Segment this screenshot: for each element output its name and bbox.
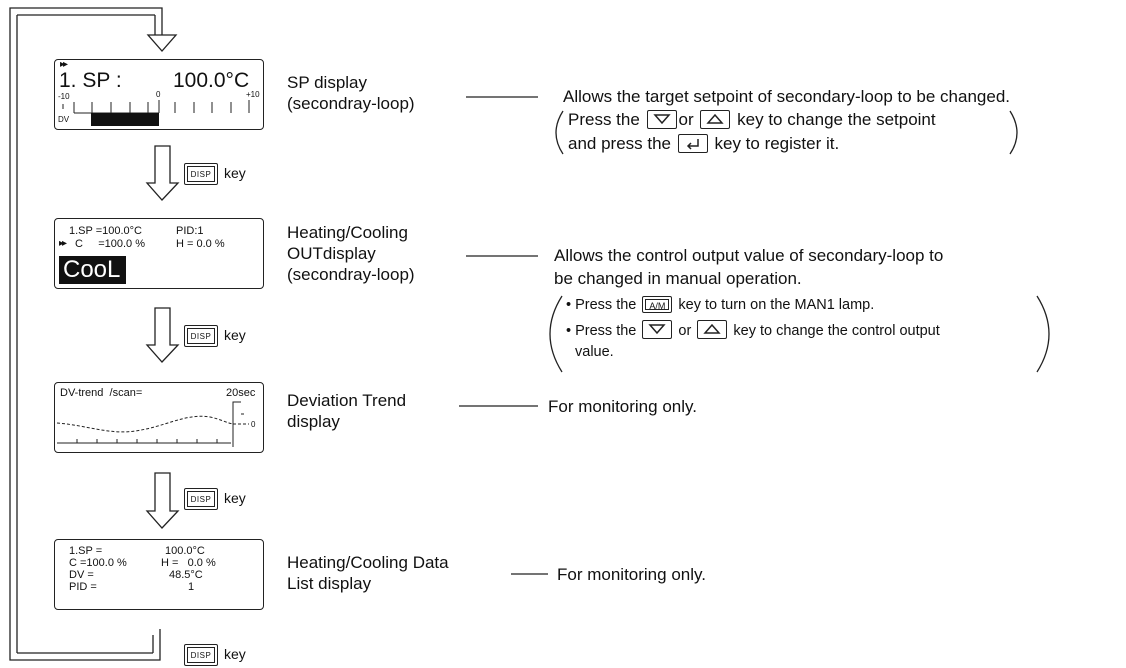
datalist-label: Heating/Cooling Data List display xyxy=(287,552,449,594)
note-text: key to register it. xyxy=(714,134,840,153)
sp-display-screen: ▸▸ 1. SP : 100.0°C -10 0 +10 DV xyxy=(54,59,264,130)
key-word: key xyxy=(224,646,246,662)
note-text: key to change the control output xyxy=(733,323,940,339)
dl-label-2: C =100.0 % xyxy=(69,557,127,569)
note-text: Press the xyxy=(568,110,640,129)
arrow-down-icon xyxy=(145,145,180,201)
datalist-description: For monitoring only. xyxy=(557,565,706,584)
trend-title: DV-trend /scan= xyxy=(60,387,143,399)
disp-key-label: DISP xyxy=(187,491,215,507)
disp-key-button: DISP xyxy=(184,163,218,185)
down-key-icon xyxy=(642,320,673,339)
down-key-icon xyxy=(646,110,677,129)
disp-key-button: DISP xyxy=(184,644,218,666)
dl-value-3: 48.5°C xyxy=(169,569,203,581)
sp-display-label: SP display (secondray-loop) xyxy=(287,72,415,114)
hc-marker: ▸▸ xyxy=(59,238,67,249)
heatcool-label: Heating/Cooling OUTdisplay (secondray-lo… xyxy=(287,222,415,285)
hc-bullet-2: • Press the or key to change the control… xyxy=(566,320,940,340)
label-line: List display xyxy=(287,574,372,593)
disp-key-label: DISP xyxy=(187,166,215,182)
note-text: • Press the xyxy=(566,297,637,313)
trend-label: Deviation Trend display xyxy=(287,390,406,432)
note-text: key to change the setpoint xyxy=(737,110,936,129)
scale-max: +10 xyxy=(246,90,260,99)
label-line: (secondray-loop) xyxy=(287,94,415,113)
hc-description-2: be changed in manual operation. xyxy=(554,269,802,288)
sp-note-line2: and press the key to register it. xyxy=(568,133,839,154)
hc-description-1: Allows the control output value of secon… xyxy=(554,246,944,265)
trend-description: For monitoring only. xyxy=(548,397,697,416)
disp-key-label: DISP xyxy=(187,328,215,344)
note-text: or xyxy=(678,323,692,339)
sp-scale-graphic xyxy=(62,100,250,126)
hc-mode-text: CooL xyxy=(59,256,127,284)
dv-trend-screen: DV-trend /scan= 20sec 0 xyxy=(54,382,264,453)
hc-sp-line: 1.SP =100.0°C xyxy=(69,225,142,237)
label-line: Heating/Cooling xyxy=(287,223,408,242)
note-text: or xyxy=(678,110,694,129)
label-line: OUTdisplay xyxy=(287,244,376,263)
dv-bar xyxy=(91,113,159,126)
label-line: SP display xyxy=(287,73,368,92)
dv-label: DV xyxy=(58,115,70,124)
data-list-screen: 1.SP = 100.0°C C =100.0 % H = 0.0 % DV =… xyxy=(54,539,264,610)
arrow-down-icon xyxy=(146,34,178,52)
key-word: key xyxy=(224,165,246,181)
hc-h-line: H = 0.0 % xyxy=(176,238,225,250)
hc-c-line: C =100.0 % xyxy=(75,238,146,250)
trend-scan: 20sec xyxy=(226,387,256,399)
trend-zero: 0 xyxy=(251,420,256,429)
heatcool-out-screen: 1.SP =100.0°C PID:1 ▸▸ C =100.0 % H = 0.… xyxy=(54,218,264,289)
trend-graphic xyxy=(56,401,249,447)
arrow-down-icon xyxy=(145,307,180,363)
label-line: display xyxy=(287,412,340,431)
note-text: key to turn on the MAN1 lamp. xyxy=(678,297,875,313)
enter-key-icon xyxy=(677,134,708,153)
sp-value: 100.0°C xyxy=(173,69,250,92)
paren-right xyxy=(1036,295,1050,373)
disp-key-button: DISP xyxy=(184,325,218,347)
note-text: and press the xyxy=(568,134,672,153)
paren-right xyxy=(1009,110,1018,155)
am-key-icon: A/M xyxy=(642,296,673,313)
sp-line-label: 1. SP : xyxy=(59,69,122,92)
dl-label-4: PID = xyxy=(69,581,97,593)
label-line: Heating/Cooling Data xyxy=(287,553,449,572)
am-key-label: A/M xyxy=(645,299,670,311)
paren-left xyxy=(555,110,564,155)
dl-label-1: 1.SP = xyxy=(69,545,103,557)
hc-bullet-1: • Press the A/M key to turn on the MAN1 … xyxy=(566,296,874,314)
label-line: (secondray-loop) xyxy=(287,265,415,284)
up-key-icon xyxy=(700,110,731,129)
return-loop-line xyxy=(9,7,163,661)
key-word: key xyxy=(224,327,246,343)
sp-note-line1: Press the or key to change the setpoint xyxy=(568,109,936,130)
up-key-icon xyxy=(697,320,728,339)
key-word: key xyxy=(224,490,246,506)
dl-label-3: DV = xyxy=(69,569,94,581)
label-line: Deviation Trend xyxy=(287,391,407,410)
arrow-down-icon xyxy=(145,472,180,529)
disp-key-label: DISP xyxy=(187,647,215,663)
dl-value-4: 1 xyxy=(188,581,195,593)
scale-min: -10 xyxy=(58,92,70,101)
hc-pid: PID:1 xyxy=(176,225,204,237)
disp-key-button: DISP xyxy=(184,488,218,510)
hc-bullet-3: value. xyxy=(575,344,614,360)
sp-description: Allows the target setpoint of secondary-… xyxy=(563,87,1011,106)
note-text: • Press the xyxy=(566,323,637,339)
scale-zero: 0 xyxy=(156,90,161,99)
dl-value-1: 100.0°C xyxy=(165,545,205,557)
dl-value-2: H = 0.0 % xyxy=(161,557,216,569)
paren-left xyxy=(549,295,563,373)
play-marker: ▸▸ xyxy=(60,59,68,70)
